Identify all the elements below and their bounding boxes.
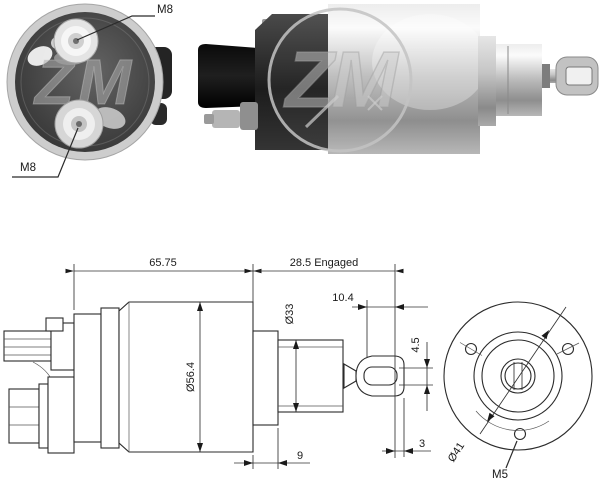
dim-flange-text: 9	[297, 450, 303, 462]
side-dimension-drawing: 65.75 28.5 Engaged 10.4 Ø33 Ø56.	[3, 257, 433, 469]
dim-travel: 10.4	[332, 292, 428, 357]
mount-hole-right	[561, 342, 575, 356]
mounting-flange	[252, 330, 279, 426]
dim-front-diameter-text: Ø33	[284, 304, 296, 325]
connector-cover	[198, 44, 258, 108]
mount-stud-tip	[204, 114, 214, 124]
dim-eye-wall: 3	[382, 398, 431, 457]
mount-thread-label: M5	[492, 440, 518, 481]
dim-overall-length: 65.75	[65, 257, 262, 330]
terminal-bottom-label: M8	[20, 162, 36, 174]
mount-hole-bottom	[513, 427, 527, 441]
dim-body-diameter-text: Ø56.4	[185, 362, 197, 392]
dim-engaged-text: 28.5 Engaged	[290, 257, 359, 269]
dim-engaged-length: 28.5 Engaged	[244, 257, 404, 458]
nose-cylinder	[277, 339, 344, 413]
cylinder-sheen	[372, 14, 488, 110]
mount-nut	[212, 110, 240, 128]
terminal-top-label: M8	[157, 4, 173, 16]
end-cap-inner	[100, 307, 120, 449]
dim-flange-thickness: 9	[234, 428, 310, 469]
shaft-collar	[542, 64, 550, 88]
dim-body-diameter: Ø56.4	[185, 302, 203, 452]
terminal-stud-top	[53, 18, 99, 65]
main-cylinder	[328, 4, 480, 154]
rear-housing	[255, 14, 333, 150]
dim-slot-height-text: 4.5	[410, 337, 422, 352]
mount-thread-text: M5	[492, 469, 508, 481]
step-ring-1	[478, 36, 496, 126]
dim-bolt-circle-text: Ø41	[446, 440, 467, 464]
mount-bolt	[240, 102, 258, 130]
back-view-photo: ZM M8 M8	[6, 3, 173, 178]
shaft-end-inner	[504, 362, 532, 390]
plunger-eye-slot	[363, 366, 398, 386]
watermark-text: ZM	[283, 35, 400, 124]
leader-line-top-m8	[76, 15, 155, 41]
terminal-bolt-cluster	[3, 317, 75, 454]
step-ring-2	[496, 44, 542, 116]
dim-eye-wall-text: 3	[419, 438, 425, 450]
terminal-stud-bottom	[54, 99, 104, 149]
dim-front-diameter: Ø33	[284, 304, 299, 412]
side-view-photo: ZM	[198, 4, 599, 154]
dim-overall-length-text: 65.75	[149, 257, 177, 269]
front-dimension-drawing: Ø41 M5	[443, 301, 593, 481]
dim-travel-text: 10.4	[332, 292, 353, 304]
highlight-blob	[27, 46, 53, 66]
bolt-circle-arc	[475, 410, 550, 431]
leader-line-bottom-m8	[12, 127, 79, 178]
plunger-tip	[343, 363, 357, 389]
end-cap-outer	[73, 313, 102, 443]
watermark-logo: ZM	[267, 7, 413, 153]
drive-eye-slot	[565, 66, 593, 86]
dim-slot-height: 4.5	[399, 337, 433, 411]
